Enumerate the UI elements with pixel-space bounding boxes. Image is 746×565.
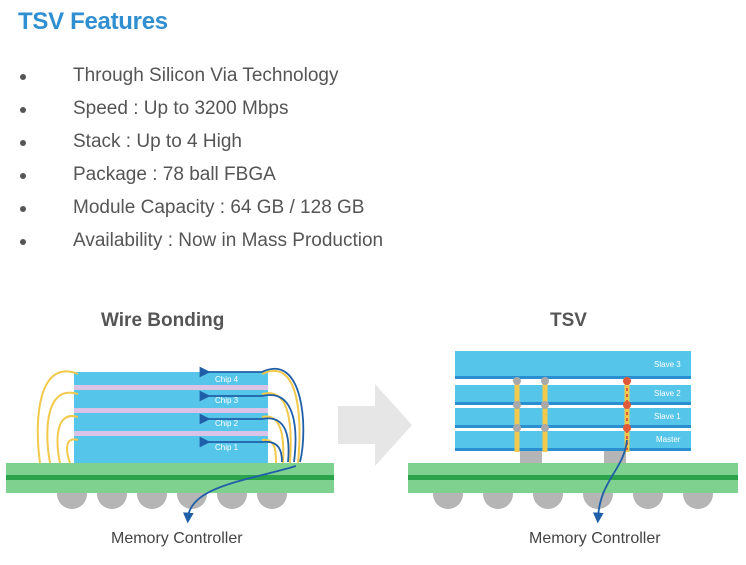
via-nodes (513, 377, 631, 432)
signal-paths (592, 439, 628, 524)
tsv-die-stack (455, 351, 691, 451)
memory-controller-label: Memory Controller (529, 530, 661, 547)
bullet-icon (20, 74, 26, 80)
die-label: Slave 3 (654, 360, 681, 369)
wire-bonding-diagram: Chip 4 Chip 3 Chip 2 Chip 1 (6, 366, 334, 524)
feature-text: Through Silicon Via Technology (73, 65, 339, 86)
bullet-icon (20, 206, 26, 212)
feature-text: Availability : Now in Mass Production (73, 230, 384, 251)
solder-balls (57, 479, 287, 509)
bullet-icon (20, 140, 26, 146)
feature-item: Through Silicon Via Technology (20, 62, 383, 95)
die-stack (74, 372, 268, 463)
feature-item: Module Capacity : 64 GB / 128 GB (20, 194, 383, 227)
bullet-icon (20, 107, 26, 113)
feature-text: Stack : Up to 4 High (73, 131, 242, 152)
chip-label: Chip 3 (215, 396, 239, 405)
micro-bumps (520, 450, 626, 463)
bond-wires-left (36, 370, 79, 464)
die-label: Slave 1 (654, 412, 681, 421)
feature-item: Stack : Up to 4 High (20, 128, 383, 161)
chip-label: Chip 4 (215, 375, 239, 384)
signal-paths (182, 366, 305, 524)
feature-list: Through Silicon Via Technology Speed : U… (20, 62, 383, 260)
feature-text: Module Capacity : 64 GB / 128 GB (73, 197, 365, 218)
bullet-icon (20, 239, 26, 245)
memory-controller-label: Memory Controller (111, 530, 243, 547)
feature-item: Availability : Now in Mass Production (20, 227, 383, 260)
tsv-heading: TSV (550, 310, 587, 331)
feature-text: Speed : Up to 3200 Mbps (73, 98, 289, 119)
feature-item: Package : 78 ball FBGA (20, 161, 383, 194)
feature-text: Package : 78 ball FBGA (73, 164, 276, 185)
bullet-icon (20, 173, 26, 179)
transition-arrow-icon (338, 384, 412, 466)
feature-item: Speed : Up to 3200 Mbps (20, 95, 383, 128)
die-label: Slave 2 (654, 389, 681, 398)
chip-label: Chip 2 (215, 419, 239, 428)
die-label: Master (656, 435, 681, 444)
chip-label: Chip 1 (215, 443, 239, 452)
package-substrate (408, 463, 738, 493)
page-title: TSV Features (18, 8, 168, 35)
bond-wires-right (261, 370, 301, 464)
tsv-diagram: Slave 3 Slave 2 Slave 1 Master (408, 351, 738, 524)
package-substrate (6, 463, 334, 493)
wire-bonding-heading: Wire Bonding (101, 310, 225, 331)
